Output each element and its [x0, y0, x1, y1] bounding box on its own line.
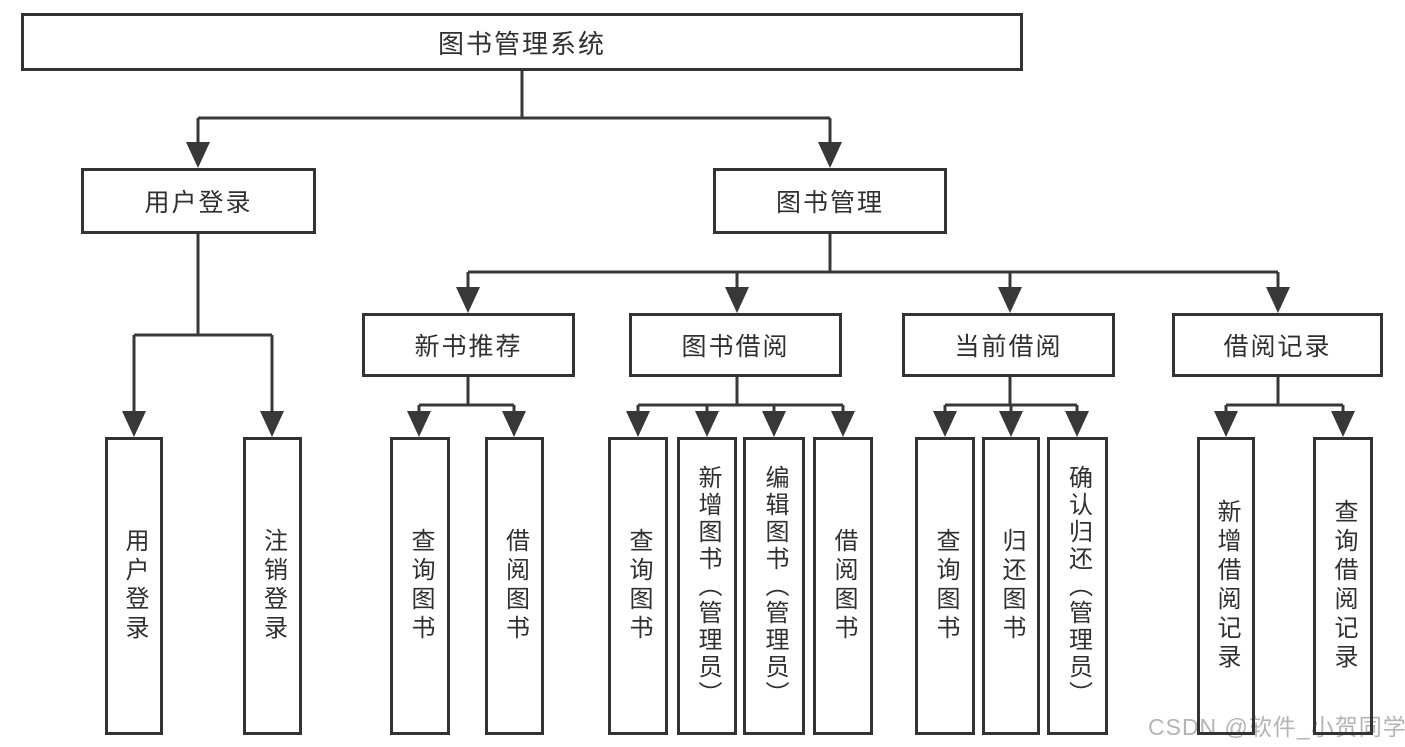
- connector-book-borrowing: [636, 377, 845, 411]
- arrowhead-icon: [831, 411, 855, 437]
- connector-paths: [132, 71, 1345, 411]
- leaf-borrow-edit-books-admin: 编辑图书（管理员）: [743, 437, 805, 735]
- connector-root: [196, 71, 832, 142]
- leaf-recommend-query-books: 查询图书: [390, 437, 450, 735]
- arrowhead-icon: [1266, 287, 1290, 313]
- leaf-borrow-add-books-admin: 新增图书（管理员）: [677, 437, 737, 735]
- arrowhead-icon: [122, 411, 146, 437]
- leaf-borrow-query-books: 查询图书: [608, 437, 668, 735]
- arrowhead-icon: [1065, 411, 1089, 437]
- leaf-current-query-books: 查询图书: [915, 437, 975, 735]
- node-user-login: 用户登录: [81, 168, 316, 234]
- arrowhead-icon: [186, 142, 210, 168]
- leaf-recommend-borrow-books: 借阅图书: [485, 437, 544, 735]
- arrowhead-icon: [260, 411, 284, 437]
- arrowhead-icon: [1331, 411, 1355, 437]
- arrowhead-icon: [407, 411, 431, 437]
- leaf-current-confirm-return-admin: 确认归还（管理员）: [1047, 437, 1108, 735]
- node-current-borrowing: 当前借阅: [902, 313, 1115, 377]
- leaf-records-add-record: 新增借阅记录: [1197, 437, 1255, 735]
- connector-user-login: [132, 234, 274, 411]
- connector-book-management: [466, 234, 1280, 287]
- leaf-logout: 注销登录: [243, 437, 302, 735]
- leaf-borrow-borrow-books: 借阅图书: [813, 437, 873, 735]
- arrowhead-icon: [695, 411, 719, 437]
- node-borrowing-records: 借阅记录: [1172, 313, 1383, 377]
- node-book-management: 图书管理: [713, 168, 947, 234]
- watermark: CSDN @软件_小贺同学: [1148, 714, 1405, 740]
- arrowhead-icon: [626, 411, 650, 437]
- arrowhead-icon: [999, 411, 1023, 437]
- connector-current-borrowing: [943, 377, 1079, 411]
- leaf-records-query-record: 查询借阅记录: [1313, 437, 1373, 735]
- arrowhead-icon: [818, 142, 842, 168]
- node-new-book-recommend: 新书推荐: [362, 313, 575, 377]
- arrowhead-icon: [933, 411, 957, 437]
- arrowhead-icon: [1214, 411, 1238, 437]
- leaf-current-return-books: 归还图书: [982, 437, 1040, 735]
- connector-new-book-recommend: [417, 377, 516, 411]
- arrowhead-icon: [762, 411, 786, 437]
- arrowhead-icon: [456, 287, 480, 313]
- node-book-borrowing: 图书借阅: [629, 313, 842, 377]
- arrowhead-icon: [998, 287, 1022, 313]
- connector-borrowing-records: [1224, 377, 1345, 411]
- arrowhead-icon: [725, 287, 749, 313]
- arrowhead-icon: [502, 411, 526, 437]
- leaf-user-login: 用户登录: [105, 437, 163, 735]
- node-library-management-system: 图书管理系统: [21, 13, 1023, 71]
